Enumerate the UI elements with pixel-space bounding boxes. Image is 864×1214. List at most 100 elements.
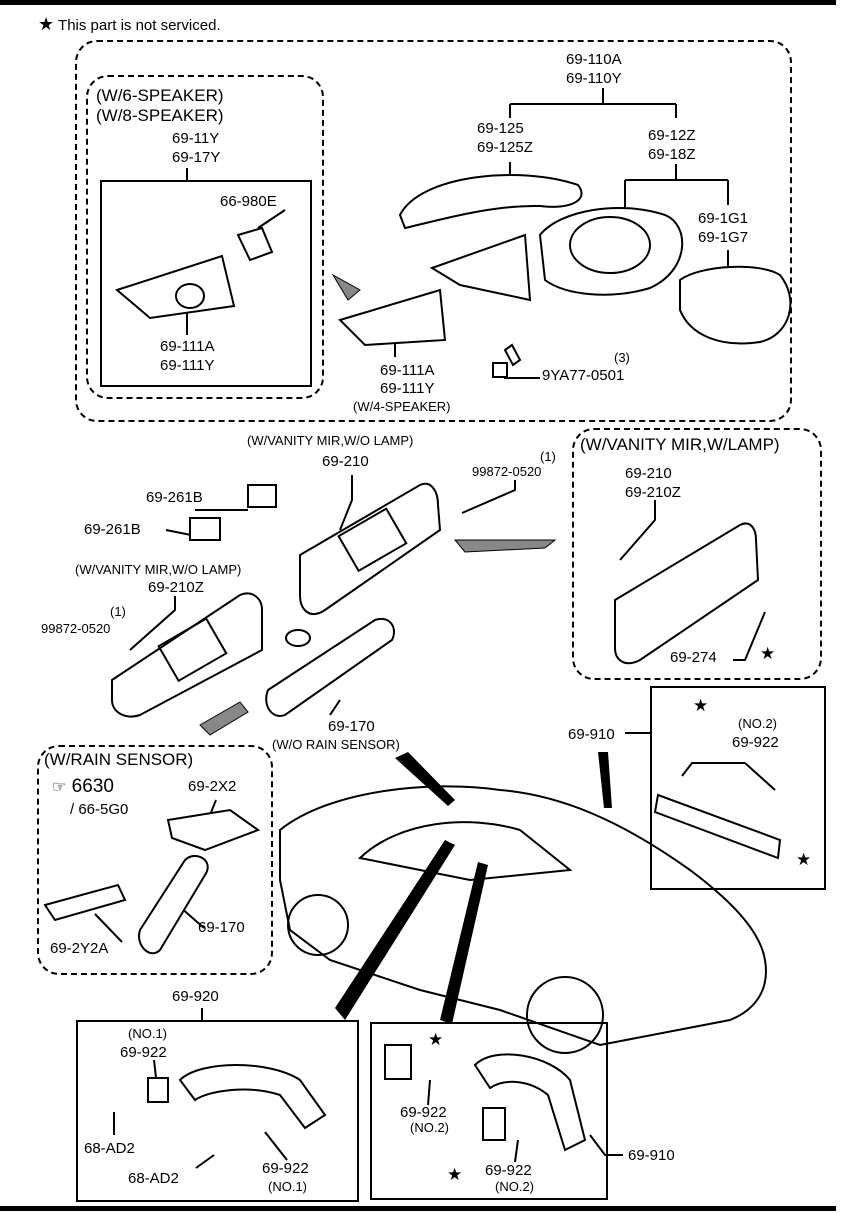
- star-icon: ★: [796, 850, 812, 869]
- part-69-261b-2: 69-261B: [84, 521, 141, 538]
- part-69-170: 69-170: [328, 718, 375, 735]
- mirror-group-box: [75, 40, 792, 422]
- mirror-cover: [398, 174, 583, 230]
- part-69-910-top: 69-910: [568, 726, 615, 743]
- part-69-110a: 69-110A: [566, 51, 622, 68]
- mirror-base: [429, 233, 532, 302]
- speaker-header-2: (W/8-SPEAKER): [96, 106, 224, 125]
- grab-handle-right: [473, 1053, 587, 1152]
- top-rule: [0, 0, 836, 5]
- part-69-922-right-b: 69-922: [485, 1162, 532, 1179]
- part-99872-0520-1: 99872-0520: [472, 464, 542, 479]
- speaker-option-box: [86, 75, 324, 399]
- part-69-920: 69-920: [172, 988, 219, 1005]
- leader-wedge-3: [335, 840, 455, 1020]
- handle-left-box: [76, 1020, 359, 1202]
- part-69-922-left-bottom: 69-922: [262, 1160, 309, 1177]
- part-69-922-right-a: 69-922: [400, 1104, 447, 1121]
- rain-sensor-box: [37, 745, 273, 975]
- part-69-910-right: 69-910: [628, 1147, 675, 1164]
- part-69-110y: 69-110Y: [566, 70, 622, 87]
- leader-lines: [94, 88, 776, 1169]
- handle-top-box: [650, 686, 826, 890]
- not-serviced-note: ★ This part is not serviced.: [38, 14, 221, 36]
- no-rain-sensor-label: (W/O RAIN SENSOR): [272, 737, 400, 752]
- part-69-111y-outer: 69-111Y: [380, 380, 435, 397]
- speaker-trim-inner: [114, 254, 236, 320]
- part-69-922-top: 69-922: [732, 734, 779, 751]
- rearview-mirror: [265, 617, 395, 717]
- part-69-210z-lamp: 69-210Z: [625, 484, 681, 501]
- arrow-speaker: [331, 273, 361, 301]
- part-69-2x2: 69-2X2: [188, 778, 237, 795]
- star-icon: ★: [38, 14, 55, 34]
- bolt-icon: [492, 343, 522, 378]
- sun-visor-upper: [299, 482, 442, 615]
- speaker-trim-outer: [338, 288, 447, 347]
- pointing-hand-icon: ☞: [52, 779, 67, 796]
- part-69-17y: 69-17Y: [172, 149, 221, 166]
- part-69-210z: 69-210Z: [148, 579, 204, 596]
- part-69-2y2a: 69-2Y2A: [50, 940, 109, 957]
- w4-speaker-label: (W/4-SPEAKER): [353, 399, 451, 414]
- tweeter-icon: [236, 226, 274, 262]
- part-69-170-rain: 69-170: [198, 919, 245, 936]
- bolt-qty: (3): [614, 350, 630, 365]
- arrow-rearview: [199, 701, 249, 736]
- part-69-125: 69-125: [477, 120, 524, 137]
- star-icon: ★: [693, 696, 709, 715]
- vanity-no-lamp-header-2: (W/VANITY MIR,W/O LAMP): [75, 562, 242, 577]
- sun-visor-lower: [111, 592, 263, 718]
- part-69-18z: 69-18Z: [648, 146, 696, 163]
- speaker-header-1: (W/6-SPEAKER): [96, 86, 224, 105]
- part-69-210: 69-210: [322, 453, 369, 470]
- star-icon: ★: [447, 1165, 463, 1184]
- mirror-motor: [569, 216, 651, 274]
- part-69-111a-inner: 69-111A: [160, 338, 215, 355]
- sun-visor-lamp: [614, 522, 760, 665]
- grab-clip-right-b: [482, 1107, 506, 1141]
- arrow-visor: [453, 539, 557, 553]
- vanity-no-lamp-header-1: (W/VANITY MIR,W/O LAMP): [247, 433, 414, 448]
- part-69-210-lamp: 69-210: [625, 465, 672, 482]
- ref-6630-text: 6630: [71, 776, 114, 797]
- screw-qty-2: (1): [110, 604, 126, 619]
- handle-right-box: [370, 1022, 608, 1200]
- grab-clip-left: [147, 1077, 169, 1103]
- leader-wedge-1: [395, 752, 455, 806]
- speaker-inner-box: [100, 180, 312, 387]
- part-69-1g1: 69-1G1: [698, 210, 749, 227]
- star-icon: ★: [760, 644, 776, 663]
- vanity-lamp-header: (W/VANITY MIR,W/LAMP): [580, 435, 780, 454]
- part-69-125z: 69-125Z: [477, 139, 533, 156]
- part-69-111y-inner: 69-111Y: [160, 357, 215, 374]
- ref-6630: ☞ 6630: [52, 776, 114, 797]
- clip-icon-2: [189, 517, 221, 541]
- part-99872-0520-2: 99872-0520: [41, 621, 111, 636]
- part-69-111a-outer: 69-111A: [380, 362, 435, 379]
- rain-sensor-mirror: [138, 855, 209, 955]
- no2-top: (NO.2): [738, 716, 777, 731]
- note-text: This part is not serviced.: [58, 17, 221, 34]
- leader-wedge-2: [598, 752, 612, 808]
- bottom-rule: [0, 1206, 836, 1211]
- no2-a: (NO.2): [410, 1120, 449, 1135]
- part-68-ad2-2: 68-AD2: [128, 1170, 179, 1187]
- part-69-261b-1: 69-261B: [146, 489, 203, 506]
- ref-66-5g0: / 66-5G0: [70, 801, 129, 818]
- grab-clip-right-a: [384, 1044, 412, 1080]
- clip-icon: [247, 484, 277, 508]
- star-icon: ★: [428, 1030, 444, 1049]
- grab-handle-strip: [653, 793, 782, 860]
- no1-bottom: (NO.1): [268, 1179, 307, 1194]
- part-68-ad2-1: 68-AD2: [84, 1140, 135, 1157]
- leader-wedge-4: [440, 862, 488, 1024]
- car-outline: [279, 785, 767, 1054]
- screw-qty-1: (1): [540, 449, 556, 464]
- part-69-1g7: 69-1G7: [698, 229, 749, 246]
- mirror-glass: [679, 265, 792, 345]
- grab-handle-left: [178, 1064, 327, 1130]
- part-69-274: 69-274: [670, 649, 717, 666]
- vanity-lamp-box: [572, 428, 822, 680]
